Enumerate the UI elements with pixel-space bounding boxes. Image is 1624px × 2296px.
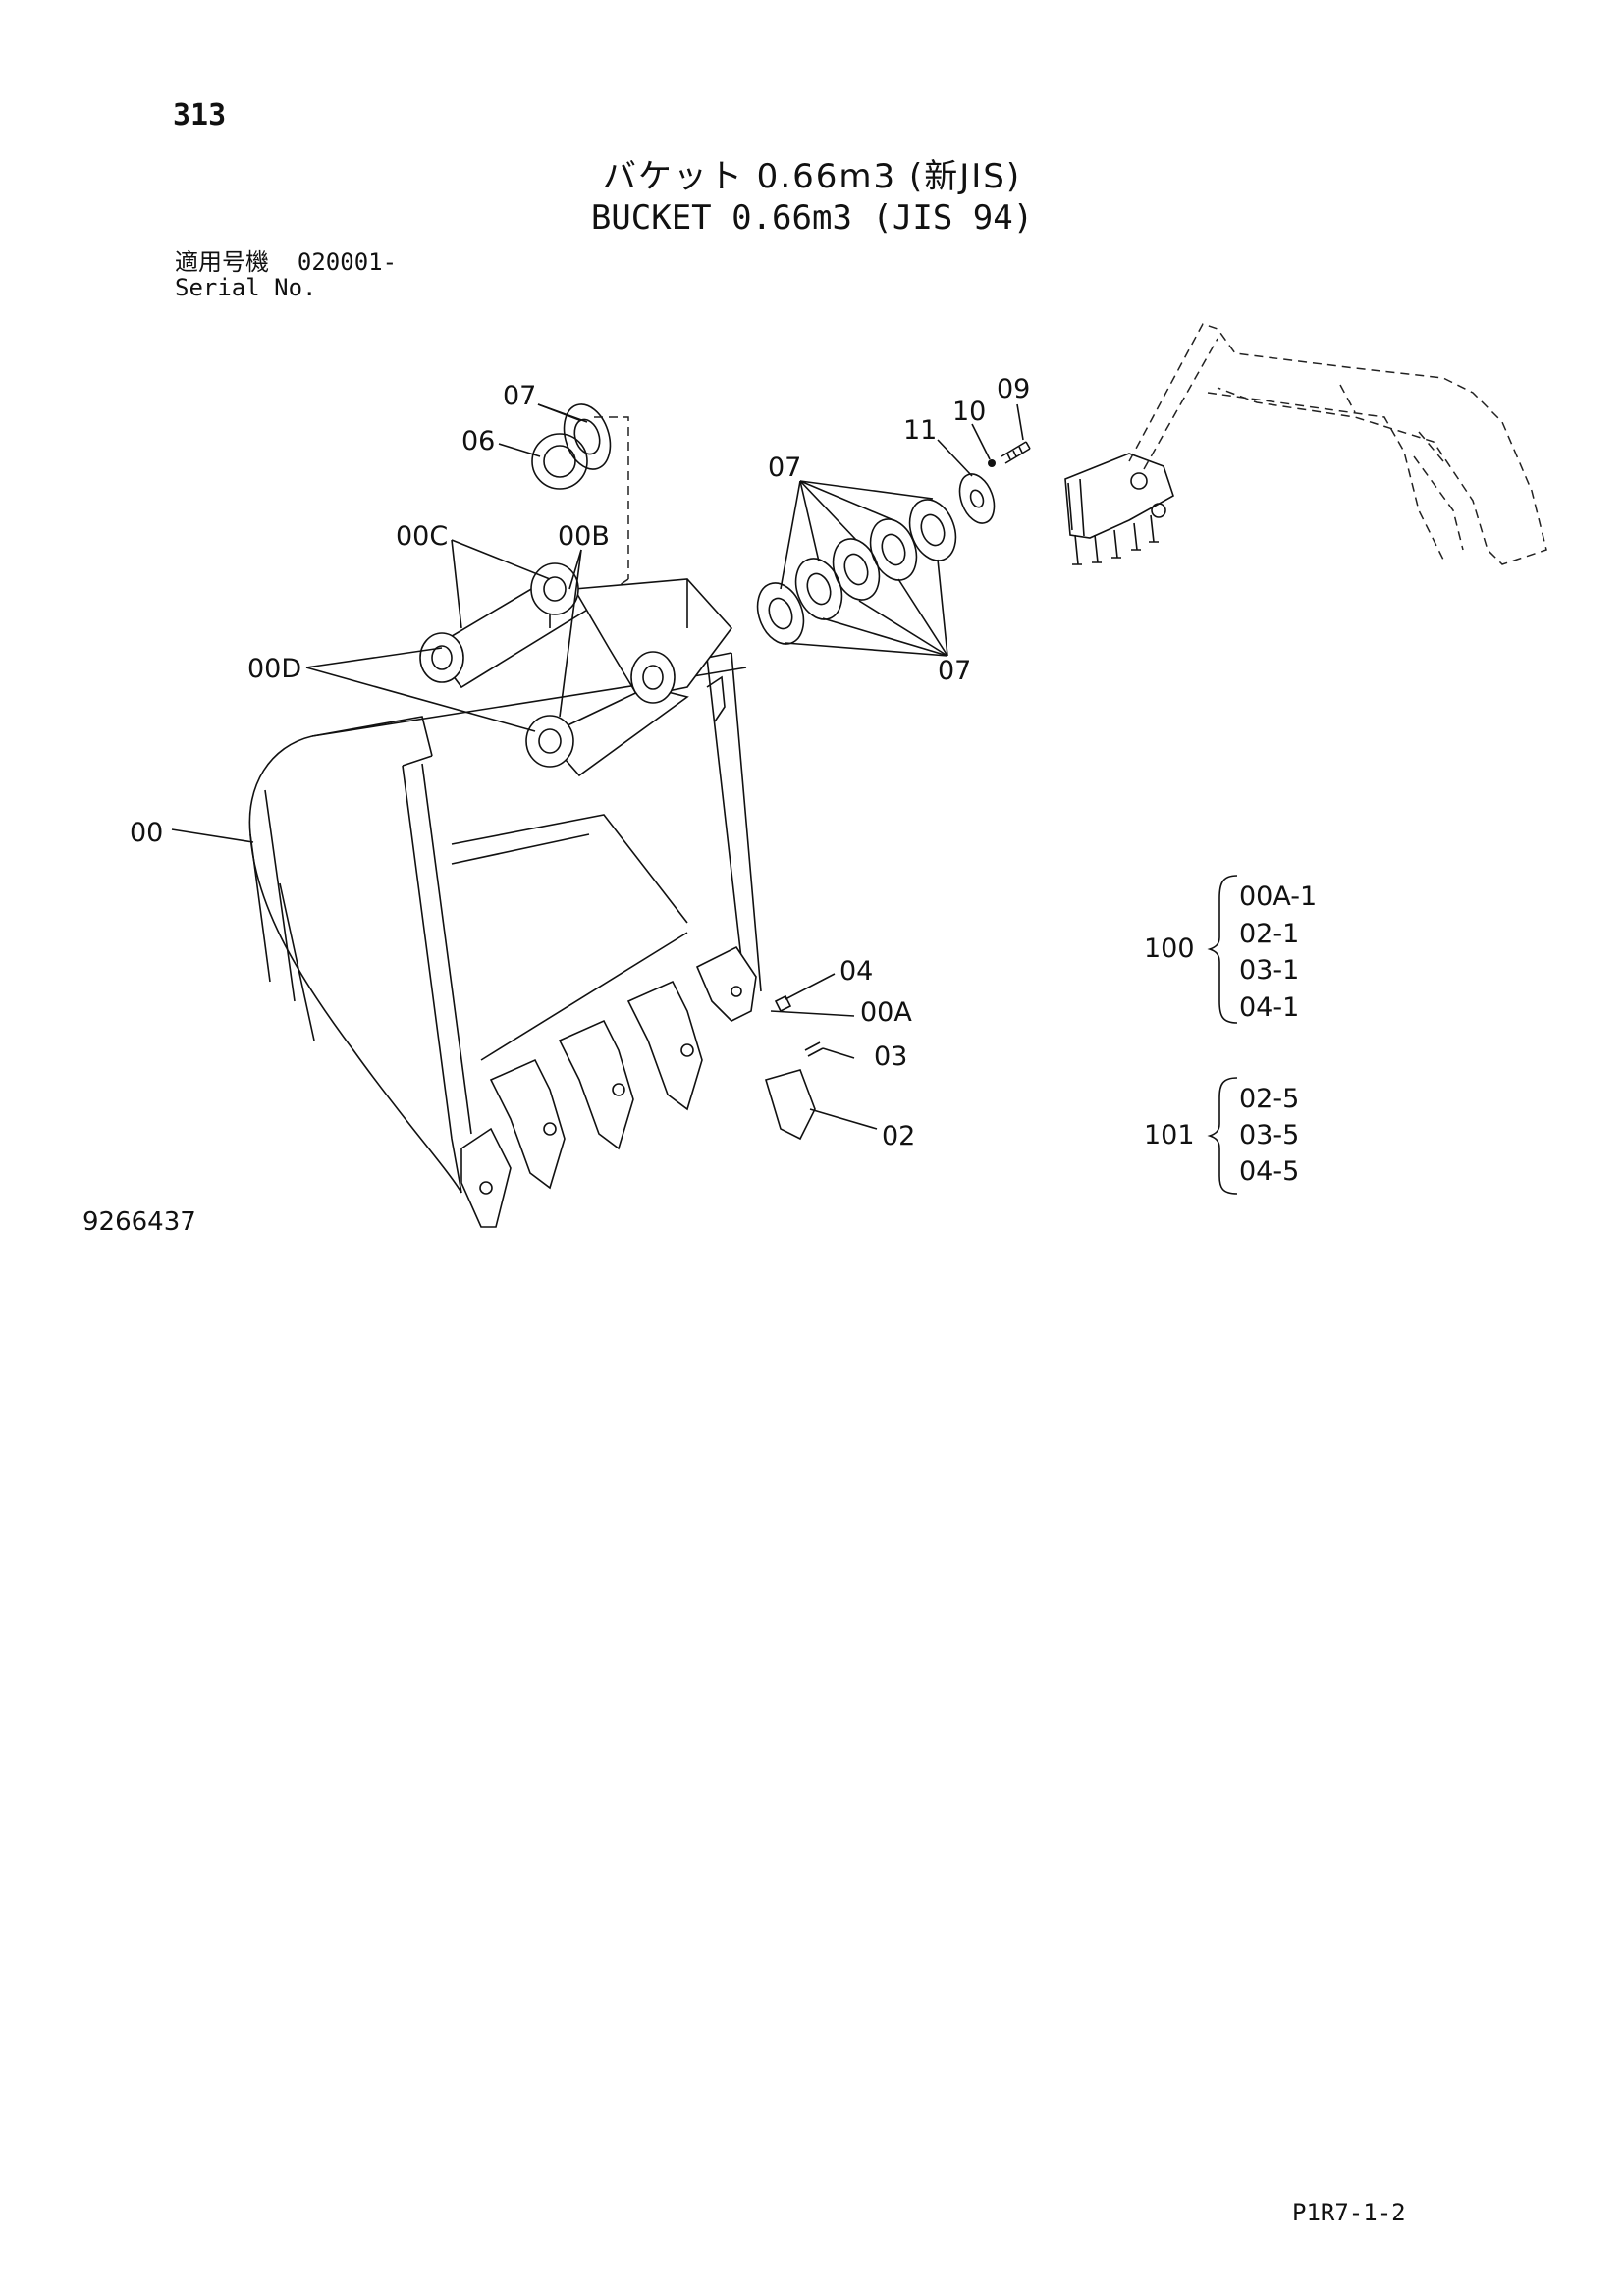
callout-06: 06 (461, 426, 495, 456)
callout-00d: 00D (247, 654, 301, 684)
kit-101-number: 101 (1144, 1120, 1195, 1150)
kit-101-item: 04-5 (1239, 1156, 1299, 1187)
kit-101-item: 02-5 (1239, 1084, 1299, 1114)
kit-101: 101 02-5 03-5 04-5 (1144, 1077, 1299, 1195)
kit-100: 100 00A-1 02-1 03-1 04-1 (1144, 875, 1317, 1024)
kit-100-item: 04-1 (1239, 992, 1299, 1023)
title-english: BUCKET 0.66m3 (JIS 94) (590, 198, 1034, 238)
title-japanese: バケット 0.66m3 (新JIS) (602, 157, 1022, 196)
excavator-arm-overview (1064, 323, 1547, 565)
kit-100-number: 100 (1144, 934, 1195, 964)
kit-100-item: 02-1 (1239, 919, 1299, 949)
callout-00b: 00B (558, 521, 610, 552)
serial-value: 020001- (297, 248, 398, 276)
callout-09: 09 (997, 374, 1030, 404)
kit-101-item: 03-5 (1239, 1120, 1299, 1150)
bucket-teeth (460, 945, 824, 1228)
page-code: P1R7-1-2 (1292, 2199, 1406, 2226)
bucket-body (248, 562, 762, 1194)
serial-block: 適用号機 020001- Serial No. (175, 249, 397, 300)
callout-00c: 00C (396, 521, 448, 552)
drawing-number: 9266437 (82, 1207, 196, 1237)
callout-00a: 00A (860, 997, 912, 1028)
callout-00: 00 (130, 818, 163, 848)
callout-labels: 07 06 00C 00B 00D 00 07 07 11 10 09 04 0… (130, 374, 1030, 1151)
kit-100-item: 03-1 (1239, 955, 1299, 986)
page-number: 313 (173, 98, 227, 133)
callout-07-stack-top: 07 (768, 453, 801, 483)
callout-11: 11 (903, 415, 937, 446)
plate-bolt-assembly (958, 441, 1031, 524)
callout-03: 03 (874, 1041, 907, 1072)
washer-stack (756, 499, 957, 645)
callout-10: 10 (952, 397, 986, 427)
serial-label-en: Serial No. (175, 274, 317, 301)
callout-07-top: 07 (503, 381, 536, 411)
kit-100-item: 00A-1 (1239, 881, 1317, 912)
callout-04: 04 (839, 956, 873, 987)
serial-label-jp: 適用号機 (175, 248, 269, 276)
callout-02: 02 (882, 1121, 915, 1151)
callout-07-stack-bottom: 07 (938, 656, 971, 686)
leader-lines (171, 403, 1024, 1130)
